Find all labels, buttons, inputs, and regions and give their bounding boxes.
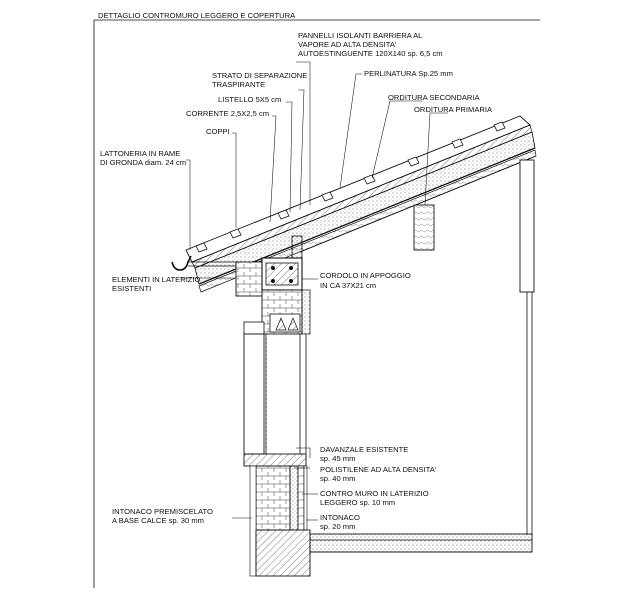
svg-text:ESISTENTI: ESISTENTI bbox=[112, 284, 151, 293]
intonaco-layer bbox=[303, 465, 308, 531]
svg-text:AUTOESTINGUENTE 120X140 sp. 6,: AUTOESTINGUENTE 120X140 sp. 6,5 cm bbox=[298, 49, 443, 58]
insulation-vertical-top bbox=[291, 235, 303, 259]
orditura-primaria-beam bbox=[413, 204, 435, 251]
label-intonaco-premiscelato: INTONACO PREMISCELATO A BASE CALCE sp. 3… bbox=[112, 507, 213, 525]
svg-text:INTONACO: INTONACO bbox=[320, 513, 360, 522]
svg-text:ELEMENTI IN LATERIZIO: ELEMENTI IN LATERIZIO bbox=[112, 275, 201, 284]
svg-text:LEGGERO sp. 10 mm: LEGGERO sp. 10 mm bbox=[320, 498, 395, 507]
contromuro-layer bbox=[297, 465, 305, 531]
svg-text:DI GRONDA diam. 24 cm: DI GRONDA diam. 24 cm bbox=[100, 158, 186, 167]
label-orditura-primaria: ORDITURA PRIMARIA bbox=[414, 105, 493, 114]
svg-text:PANNELLI ISOLANTI BARRIERA AL: PANNELLI ISOLANTI BARRIERA AL bbox=[298, 31, 422, 40]
gutter bbox=[171, 255, 192, 271]
svg-text:PERLINATURA Sp.25 mm: PERLINATURA Sp.25 mm bbox=[364, 69, 453, 78]
label-contromuro: CONTRO MURO IN LATERIZIO LEGGERO sp. 10 … bbox=[320, 489, 429, 507]
davanzale bbox=[243, 453, 307, 467]
coppi-tiles bbox=[195, 121, 506, 253]
label-pannelli: PANNELLI ISOLANTI BARRIERA AL VAPORE AD … bbox=[298, 31, 443, 58]
label-lattoneria: LATTONERIA IN RAME DI GRONDA diam. 24 cm bbox=[100, 149, 186, 167]
svg-text:sp. 20 mm: sp. 20 mm bbox=[320, 522, 355, 531]
intonaco-esterno bbox=[249, 465, 257, 577]
svg-text:VAPORE AD ALTA DENSITA': VAPORE AD ALTA DENSITA' bbox=[298, 40, 397, 49]
svg-text:sp. 45 mm: sp. 45 mm bbox=[320, 454, 355, 463]
listello-layer bbox=[191, 124, 533, 269]
lower-masonry bbox=[255, 465, 291, 531]
interior-wall-right bbox=[519, 159, 535, 293]
label-strato: STRATO DI SEPARAZIONE TRASPIRANTE bbox=[212, 71, 307, 89]
svg-text:COPPI: COPPI bbox=[206, 127, 230, 136]
label-elementi: ELEMENTI IN LATERIZIO ESISTENTI bbox=[112, 275, 201, 293]
svg-text:CORRENTE 2,5X2,5 cm: CORRENTE 2,5X2,5 cm bbox=[186, 109, 269, 118]
label-cordolo: CORDOLO IN APPOGGIO IN CA 37X21 cm bbox=[320, 271, 411, 290]
insulation-layer bbox=[194, 131, 536, 285]
coppi-layer bbox=[185, 115, 531, 263]
label-polistirene: POLISTILENE AD ALTA DENSITA' sp. 40 mm bbox=[320, 465, 437, 483]
svg-text:ORDITURA PRIMARIA: ORDITURA PRIMARIA bbox=[414, 105, 493, 114]
svg-text:sp. 40 mm: sp. 40 mm bbox=[320, 474, 355, 483]
svg-text:CONTRO MURO IN LATERIZIO: CONTRO MURO IN LATERIZIO bbox=[320, 489, 429, 498]
window-frame bbox=[243, 333, 265, 455]
svg-text:CORDOLO IN APPOGGIO: CORDOLO IN APPOGGIO bbox=[320, 271, 411, 280]
roof-section bbox=[185, 115, 537, 293]
svg-text:INTONACO PREMISCELATO: INTONACO PREMISCELATO bbox=[112, 507, 213, 516]
polistirene-layer bbox=[289, 465, 299, 531]
svg-text:STRATO DI SEPARAZIONE: STRATO DI SEPARAZIONE bbox=[212, 71, 307, 80]
svg-text:IN CA 37X21 cm: IN CA 37X21 cm bbox=[320, 281, 376, 290]
label-orditura-secondaria: ORDITURA SECONDARIA bbox=[388, 93, 480, 102]
floor-edge bbox=[255, 529, 311, 577]
label-davanzale: DAVANZALE ESISTENTE sp. 45 mm bbox=[320, 445, 408, 463]
label-corrente: CORRENTE 2,5X2,5 cm bbox=[186, 109, 269, 118]
label-perlinatura: PERLINATURA Sp.25 mm bbox=[364, 69, 453, 78]
label-listello: LISTELLO 5X5 cm bbox=[218, 95, 281, 104]
svg-text:LISTELLO 5X5 cm: LISTELLO 5X5 cm bbox=[218, 95, 281, 104]
svg-text:TRASPIRANTE: TRASPIRANTE bbox=[212, 80, 265, 89]
svg-text:A BASE CALCE sp. 30 mm: A BASE CALCE sp. 30 mm bbox=[112, 516, 204, 525]
svg-text:DAVANZALE ESISTENTE: DAVANZALE ESISTENTE bbox=[320, 445, 408, 454]
label-coppi: COPPI bbox=[206, 127, 230, 136]
label-intonaco: INTONACO sp. 20 mm bbox=[320, 513, 360, 531]
leader-lines bbox=[180, 61, 448, 521]
svg-text:LATTONERIA IN RAME: LATTONERIA IN RAME bbox=[100, 149, 180, 158]
floor-slab bbox=[309, 533, 533, 553]
drawing-title: DETTAGLIO CONTROMURO LEGGERO E COPERTURA bbox=[98, 11, 296, 20]
svg-text:POLISTILENE AD ALTA DENSITA': POLISTILENE AD ALTA DENSITA' bbox=[320, 465, 437, 474]
svg-text:ORDITURA SECONDARIA: ORDITURA SECONDARIA bbox=[388, 93, 480, 102]
